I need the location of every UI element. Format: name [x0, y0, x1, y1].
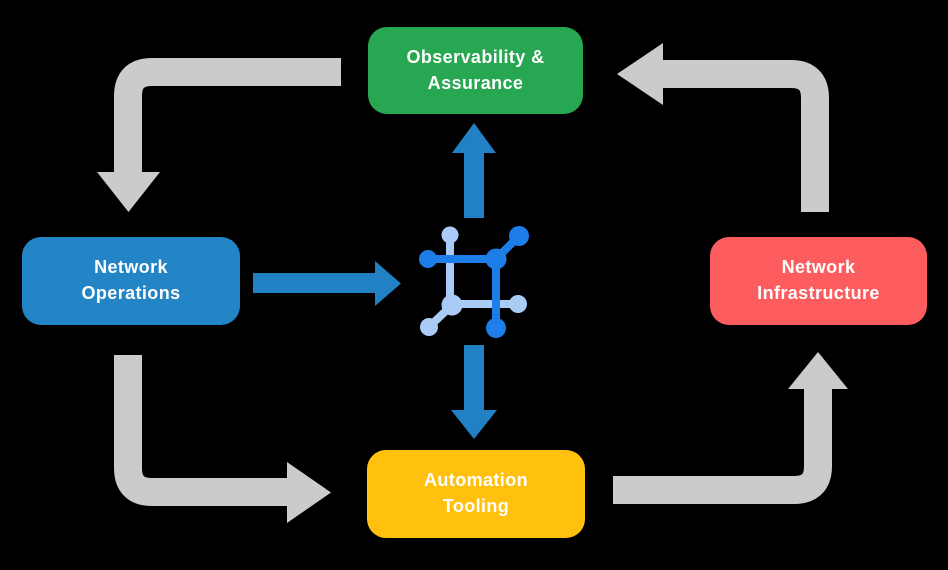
arrow-infrastructure-to-observability — [617, 43, 829, 212]
network-mesh-icon — [419, 226, 529, 338]
arrow-automation-to-infrastructure — [613, 352, 848, 504]
arrowhead-left-icon — [617, 43, 663, 105]
arrow-shaft — [613, 388, 832, 504]
arrow-shaft — [114, 355, 288, 506]
node-label-line: Observability & — [406, 46, 545, 67]
arrow-observability-to-operations — [97, 58, 341, 212]
node-label-line: Tooling — [442, 496, 510, 516]
node-network-operations: Network Operations — [22, 237, 240, 325]
arrowhead-up-icon — [788, 352, 848, 389]
node-label-line: Infrastructure — [757, 283, 880, 303]
node-label-line: Operations — [81, 283, 181, 303]
node-network-infrastructure: Network Infrastructure — [710, 237, 927, 325]
arrow-operations-to-center — [253, 261, 401, 306]
arrow-shaft — [663, 60, 829, 212]
node-label-line: Network — [781, 257, 856, 278]
node-label-line: Assurance — [427, 72, 524, 93]
node-automation-tooling: Automation Tooling — [367, 450, 585, 538]
arrowhead-right-icon — [287, 462, 331, 523]
arrowhead-down-icon — [97, 172, 160, 212]
node-observability-assurance: Observability & Assurance — [368, 27, 583, 114]
arrow-center-to-observability — [452, 123, 496, 218]
node-label-line: Network — [94, 257, 168, 278]
arrow-center-to-automation — [451, 345, 497, 439]
arrow-operations-to-automation — [114, 355, 331, 523]
arrowhead-up-icon — [452, 123, 496, 153]
arrow-shaft — [114, 58, 341, 173]
arrowhead-right-icon — [375, 261, 401, 306]
arrowhead-down-icon — [451, 410, 497, 439]
node-label-line: Automation — [424, 470, 528, 491]
